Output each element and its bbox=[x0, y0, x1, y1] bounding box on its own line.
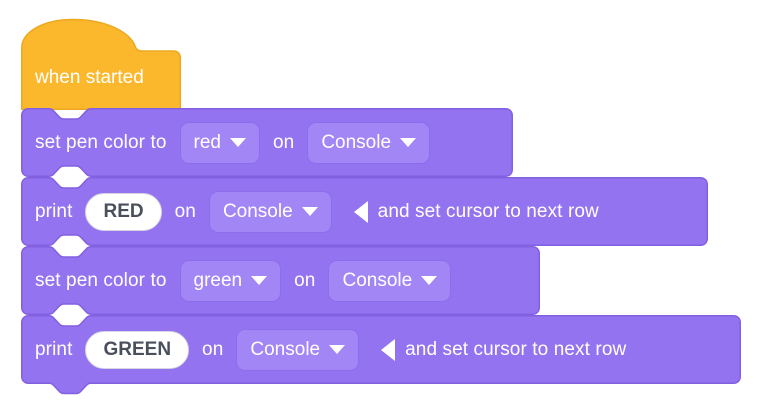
chevron-down-icon bbox=[329, 345, 346, 354]
dropdown-device[interactable]: Console bbox=[236, 328, 360, 371]
text-input-print-value-text: RED bbox=[103, 201, 144, 222]
dropdown-pen-color-value: green bbox=[193, 270, 243, 291]
chevron-down-icon bbox=[229, 138, 246, 147]
chevron-down-icon bbox=[421, 276, 438, 285]
hat-block-shape bbox=[21, 18, 181, 110]
chevron-down-icon bbox=[301, 207, 318, 216]
dropdown-device-value: Console bbox=[250, 339, 321, 360]
block-label-suffix: and set cursor to next row bbox=[377, 201, 599, 222]
block-print-green[interactable]: print GREEN on Console and set cursor to… bbox=[21, 315, 741, 397]
text-input-print-value[interactable]: GREEN bbox=[85, 330, 190, 369]
block-set-pen-color-red[interactable]: set pen color to red on Console bbox=[21, 108, 513, 177]
chevron-down-icon bbox=[400, 138, 417, 147]
dropdown-pen-color-value: red bbox=[193, 132, 221, 153]
dropdown-device[interactable]: Console bbox=[307, 121, 431, 164]
block-label-prefix: print bbox=[35, 339, 73, 360]
block-set-pen-color-green[interactable]: set pen color to green on Console bbox=[21, 246, 540, 315]
block-label-on: on bbox=[174, 201, 196, 222]
hat-block-when-started[interactable]: when started bbox=[21, 18, 181, 110]
dropdown-device-value: Console bbox=[321, 132, 392, 153]
dropdown-device-value: Console bbox=[222, 201, 293, 222]
block-label-prefix: print bbox=[35, 201, 73, 222]
triangle-left-icon bbox=[353, 200, 368, 223]
hat-block-label: when started bbox=[35, 67, 144, 88]
dropdown-device[interactable]: Console bbox=[328, 259, 452, 302]
block-label-on: on bbox=[202, 339, 224, 360]
block-label-prefix: set pen color to bbox=[35, 270, 167, 291]
text-input-print-value-text: GREEN bbox=[103, 339, 172, 360]
dropdown-pen-color[interactable]: green bbox=[179, 259, 282, 302]
block-label-prefix: set pen color to bbox=[35, 132, 167, 153]
dropdown-device[interactable]: Console bbox=[208, 190, 332, 233]
chevron-down-icon bbox=[251, 276, 268, 285]
block-label-on: on bbox=[272, 132, 295, 153]
triangle-left-icon bbox=[381, 338, 396, 361]
dropdown-pen-color[interactable]: red bbox=[179, 121, 260, 164]
text-input-print-value[interactable]: RED bbox=[85, 192, 162, 231]
block-label-suffix: and set cursor to next row bbox=[405, 339, 627, 360]
dropdown-device-value: Console bbox=[342, 270, 413, 291]
block-label-on: on bbox=[294, 270, 316, 291]
block-print-red[interactable]: print RED on Console and set cursor to n… bbox=[21, 177, 708, 246]
